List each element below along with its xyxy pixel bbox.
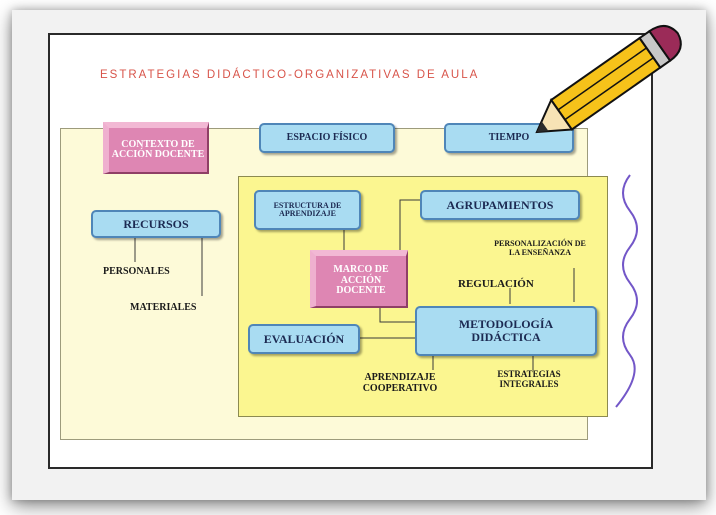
metodologia-didactica-box: METODOLOGÍA DIDÁCTICA: [415, 306, 597, 356]
diagram-title: ESTRATEGIAS DIDÁCTICO-ORGANIZATIVAS DE A…: [100, 69, 480, 81]
materiales-label: MATERIALES: [130, 302, 197, 313]
personales-label: PERSONALES: [103, 266, 170, 277]
agrupamientos-box: AGRUPAMIENTOS: [420, 190, 580, 220]
contexto-accion-docente-box: CONTEXTO DE ACCIÓN DOCENTE: [103, 122, 209, 174]
espacio-fisico-box: ESPACIO FÍSICO: [259, 123, 395, 153]
regulacion-label: REGULACIÓN: [458, 278, 534, 290]
evaluacion-box: EVALUACIÓN: [248, 324, 360, 354]
personalizacion-label: PERSONALIZACIÓN DE LA ENSEÑANZA: [494, 239, 586, 257]
estrategias-integrales-label: ESTRATEGIAS INTEGRALES: [497, 369, 561, 389]
marco-accion-docente-box: MARCO DE ACCIÓN DOCENTE: [310, 250, 408, 308]
aprendizaje-cooperativo-label: APRENDIZAJE COOPERATIVO: [362, 372, 438, 394]
estructura-aprendizaje-box: ESTRUCTURA DE APRENDIZAJE: [254, 190, 361, 230]
recursos-box: RECURSOS: [91, 210, 221, 238]
